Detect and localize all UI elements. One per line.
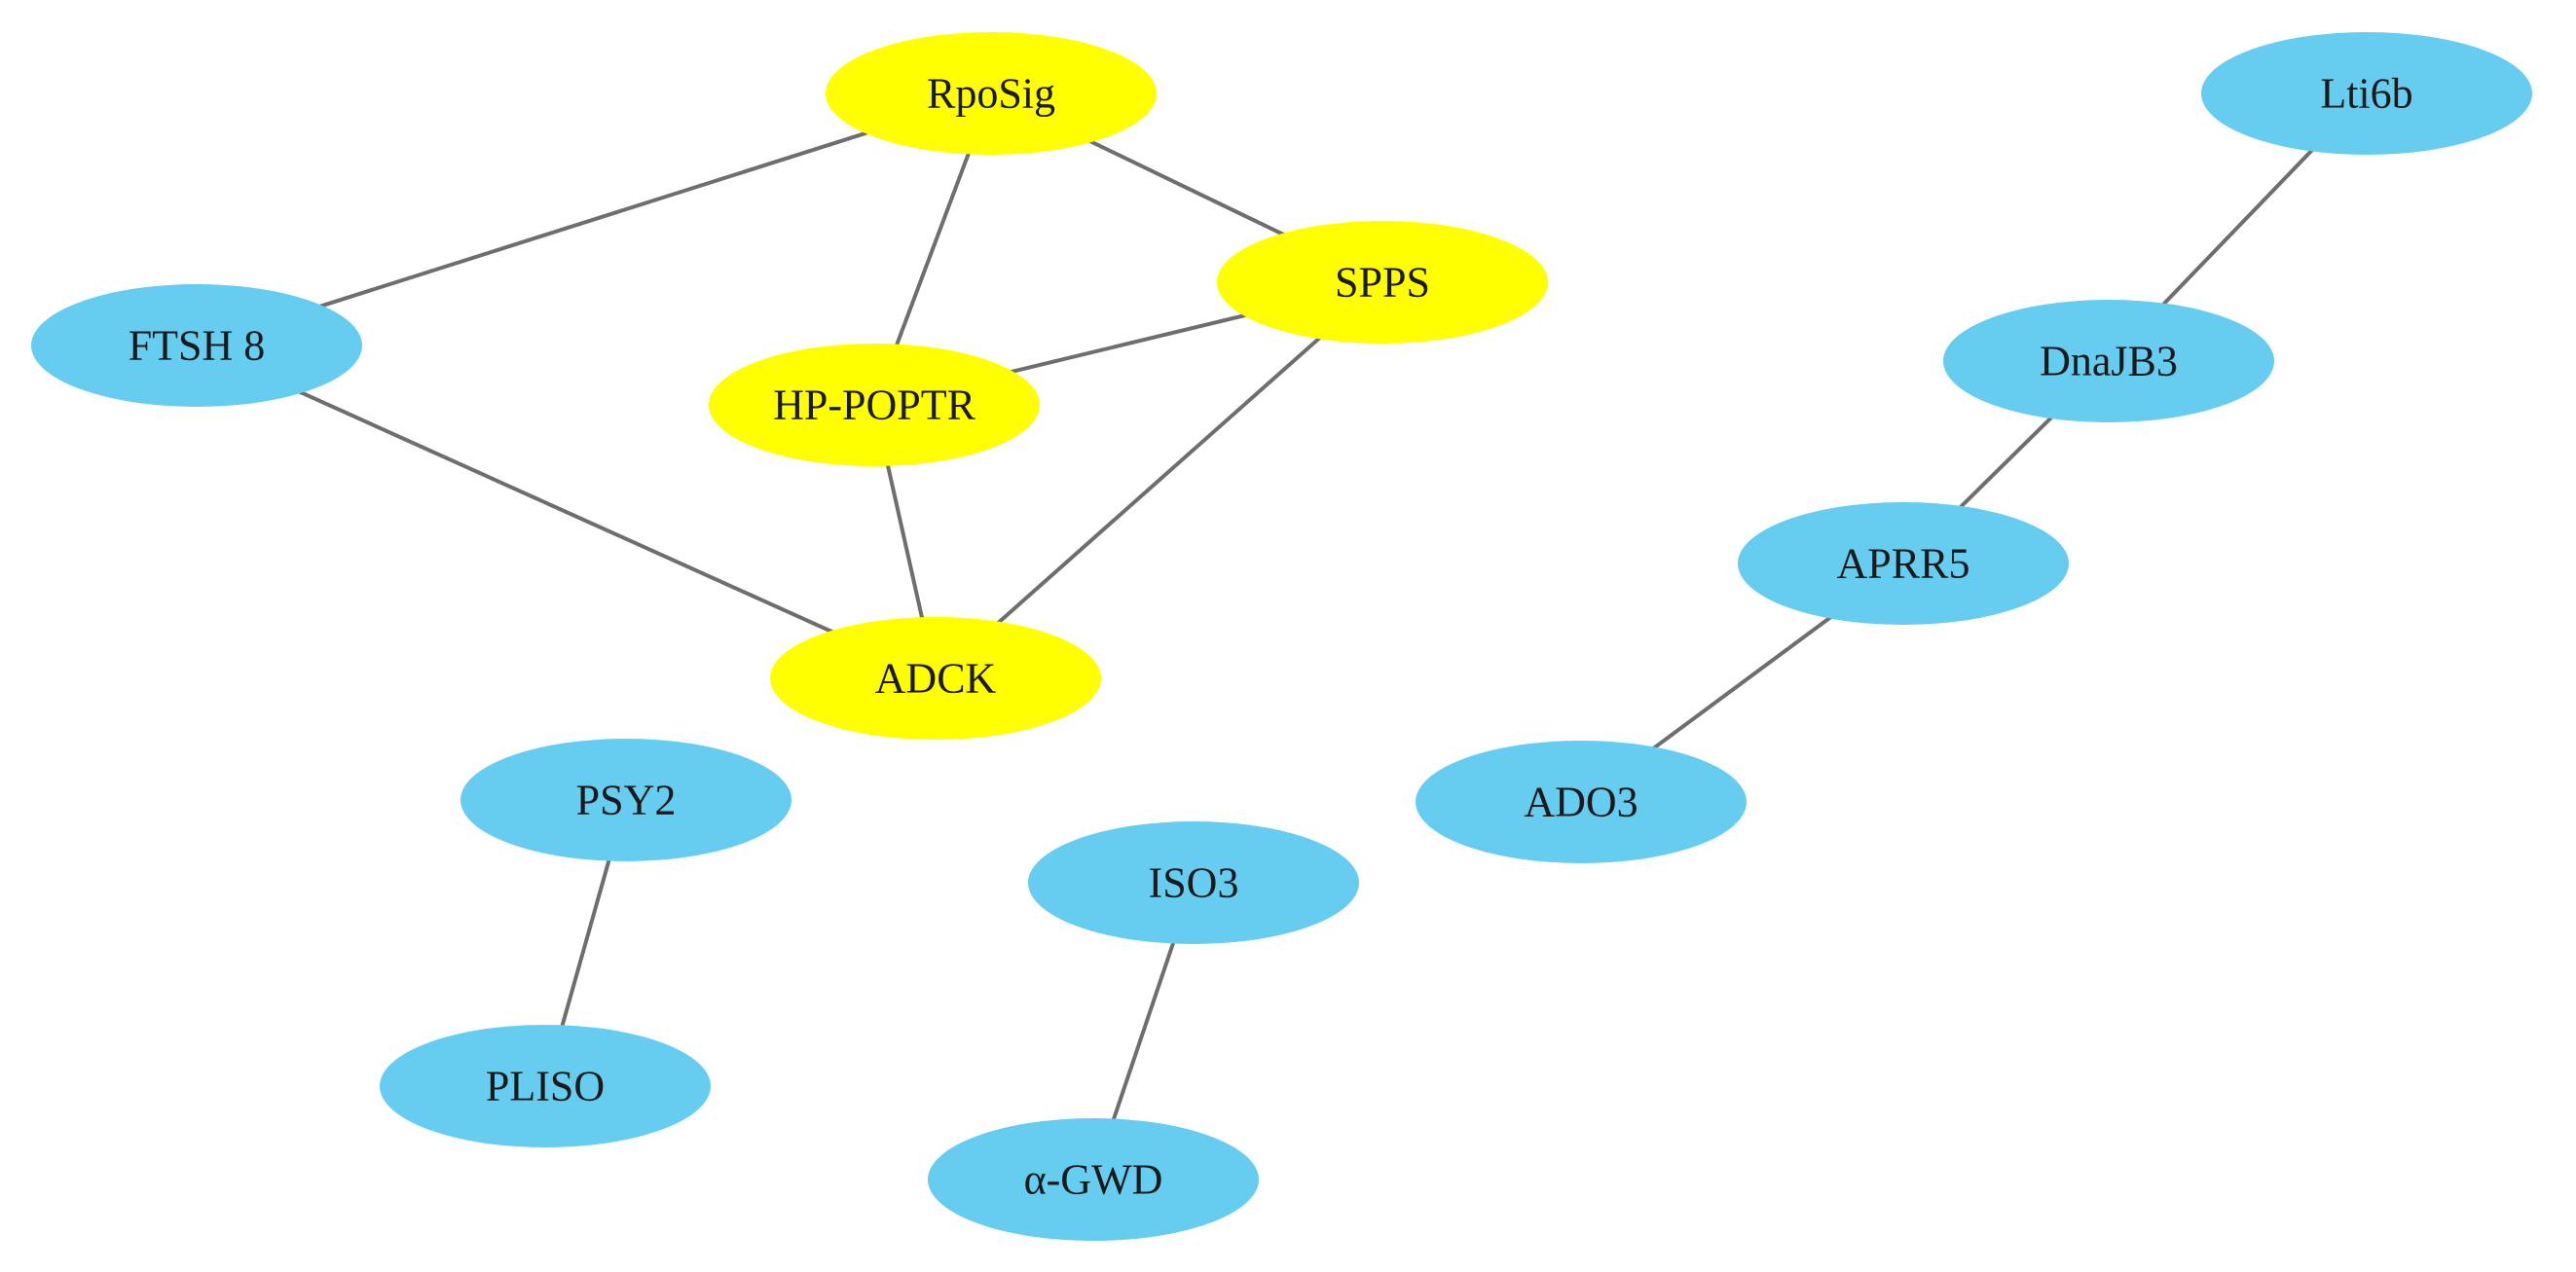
node-aprr5: APRR5 [1738,502,2069,625]
node-label-spps: SPPS [1335,259,1430,307]
node-spps: SPPS [1217,221,1548,344]
node-iso3: ISO3 [1028,821,1359,944]
node-ellipse-ftsh8 [31,284,362,407]
node-label-hp-poptr: HP-POPTR [773,382,975,429]
node-ellipse-hp-poptr [709,344,1040,466]
node-ellipse-pliso [380,1025,711,1147]
node-ellipse-iso3 [1028,821,1359,944]
edge-ftsh8-adck [196,344,937,680]
node-label-ftsh8: FTSH 8 [129,322,266,370]
edge-spps-adck [934,280,1384,680]
node-ellipse-aprr5 [1738,502,2069,625]
node-ellipse-dnajb3 [1943,300,2274,422]
node-ellipse-psy2 [460,739,791,861]
node-ftsh8: FTSH 8 [31,284,362,407]
node-ellipse-spps [1217,221,1548,344]
node-hp-poptr: HP-POPTR [709,344,1040,466]
node-adck: ADCK [770,617,1101,740]
edge-rposig-ftsh8 [196,91,992,347]
node-pliso: PLISO [380,1025,711,1147]
node-psy2: PSY2 [460,739,791,861]
node-label-pliso: PLISO [486,1063,605,1110]
node-label-lti6b: Lti6b [2320,70,2412,118]
node-label-iso3: ISO3 [1149,859,1239,907]
node-ellipse-rposig [826,32,1157,155]
node-lti6b: Lti6b [2201,32,2532,155]
node-label-agwd: α-GWD [1024,1156,1163,1204]
node-label-rposig: RpoSig [927,70,1055,118]
node-dnajb3: DnaJB3 [1943,300,2274,422]
node-label-dnajb3: DnaJB3 [2040,338,2178,385]
node-agwd: α-GWD [928,1118,1259,1241]
node-label-psy2: PSY2 [576,777,677,824]
node-rposig: RpoSig [826,32,1157,155]
node-label-adck: ADCK [875,655,997,703]
node-label-ado3: ADO3 [1524,779,1638,826]
node-label-aprr5: APRR5 [1837,540,1970,588]
node-ellipse-lti6b [2201,32,2532,155]
node-ellipse-ado3 [1416,741,1747,863]
node-ado3: ADO3 [1416,741,1747,863]
node-ellipse-adck [770,617,1101,740]
node-ellipse-agwd [928,1118,1259,1241]
